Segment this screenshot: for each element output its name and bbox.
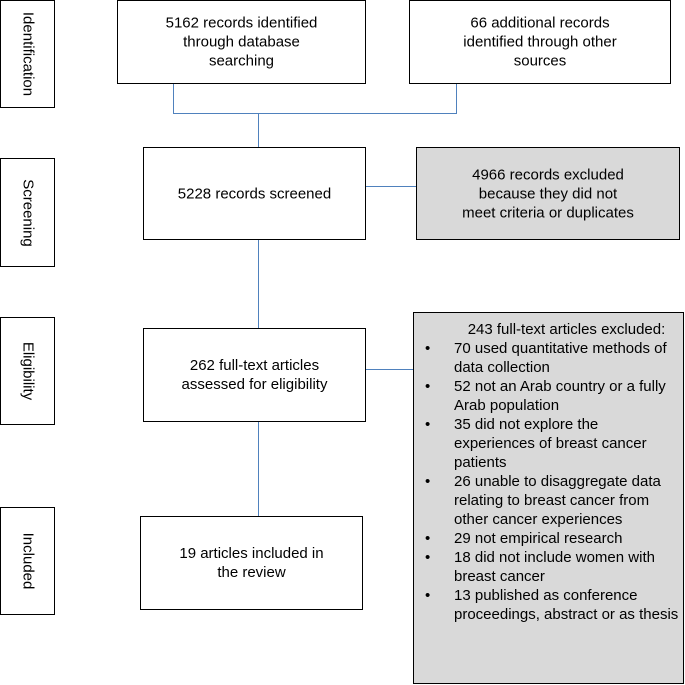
- connector-to-full-text: [258, 240, 259, 328]
- exclusion-reason-text: 26 unable to disaggregate data relating …: [454, 473, 661, 528]
- exclusion-reason: • 18 did not include women with breast ca…: [425, 548, 679, 586]
- exclusion-reason-text: 29 not empirical research: [454, 530, 623, 547]
- stage-included: Included: [0, 507, 55, 615]
- exclusion-reason: • 13 published as conference proceedings,…: [425, 586, 679, 624]
- other-sources-text: 66 additional records identified through…: [463, 14, 617, 70]
- database-records-text: 5162 records identified through database…: [165, 14, 318, 70]
- stage-identification: Identification: [0, 0, 55, 108]
- stage-identification-label: Identification: [19, 11, 36, 97]
- full-text-box: 262 full-text articles assessed for elig…: [143, 328, 366, 422]
- connector-merge: [173, 113, 457, 114]
- bullet-icon: •: [425, 340, 431, 357]
- database-records-box: 5162 records identified through database…: [117, 0, 366, 84]
- exclusion-reason: • 52 not an Arab country or a fully Arab …: [425, 377, 679, 415]
- bullet-icon: •: [425, 530, 431, 547]
- exclusion-reason: • 35 did not explore the experiences of b…: [425, 415, 679, 472]
- full-text-excluded-box: 243 full-text articles excluded: • 70 use…: [413, 312, 684, 684]
- exclusion-reason-text: 18 did not include women with breast can…: [454, 549, 655, 585]
- exclusion-reason-text: 35 did not explore the experiences of br…: [454, 416, 647, 471]
- screened-text: 5228 records screened: [177, 185, 332, 202]
- connector-full-text-excluded: [366, 369, 413, 370]
- exclusion-reason-text: 52 not an Arab country or a fully Arab p…: [454, 378, 666, 414]
- stage-eligibility-label: Eligibility: [19, 341, 36, 401]
- stage-eligibility: Eligibility: [0, 317, 55, 425]
- connector-other-down: [456, 84, 457, 113]
- bullet-icon: •: [425, 378, 431, 395]
- stage-screening-label: Screening: [19, 178, 36, 247]
- records-excluded-box: 4966 records excluded because they did n…: [416, 147, 680, 240]
- bullet-icon: •: [425, 473, 431, 490]
- connector-database-down: [173, 84, 174, 113]
- bullet-icon: •: [425, 587, 431, 604]
- stage-included-label: Included: [19, 532, 36, 590]
- stage-screening: Screening: [0, 158, 55, 267]
- bullet-icon: •: [425, 416, 431, 433]
- screened-box: 5228 records screened: [143, 147, 366, 240]
- bullet-icon: •: [425, 549, 431, 566]
- exclusion-reason: • 26 unable to disaggregate data relating…: [425, 472, 679, 529]
- exclusion-reasons-list: • 70 used quantitative methods of data co…: [414, 339, 683, 624]
- exclusion-reason-text: 70 used quantitative methods of data col…: [454, 340, 667, 376]
- records-excluded-text: 4966 records excluded because they did n…: [462, 166, 634, 221]
- exclusion-reason: • 29 not empirical research: [425, 529, 679, 548]
- full-text-text: 262 full-text articles assessed for elig…: [181, 357, 328, 393]
- included-text: 19 articles included in the review: [179, 545, 324, 581]
- other-sources-box: 66 additional records identified through…: [409, 0, 671, 84]
- connector-to-included: [258, 422, 259, 516]
- exclusion-reason: • 70 used quantitative methods of data co…: [425, 339, 679, 377]
- included-box: 19 articles included in the review: [140, 516, 363, 610]
- connector-to-screened: [258, 113, 259, 147]
- connector-screened-excluded: [366, 186, 416, 187]
- exclusion-reason-text: 13 published as conference proceedings, …: [454, 587, 679, 623]
- full-text-excluded-heading: 243 full-text articles excluded:: [467, 321, 666, 338]
